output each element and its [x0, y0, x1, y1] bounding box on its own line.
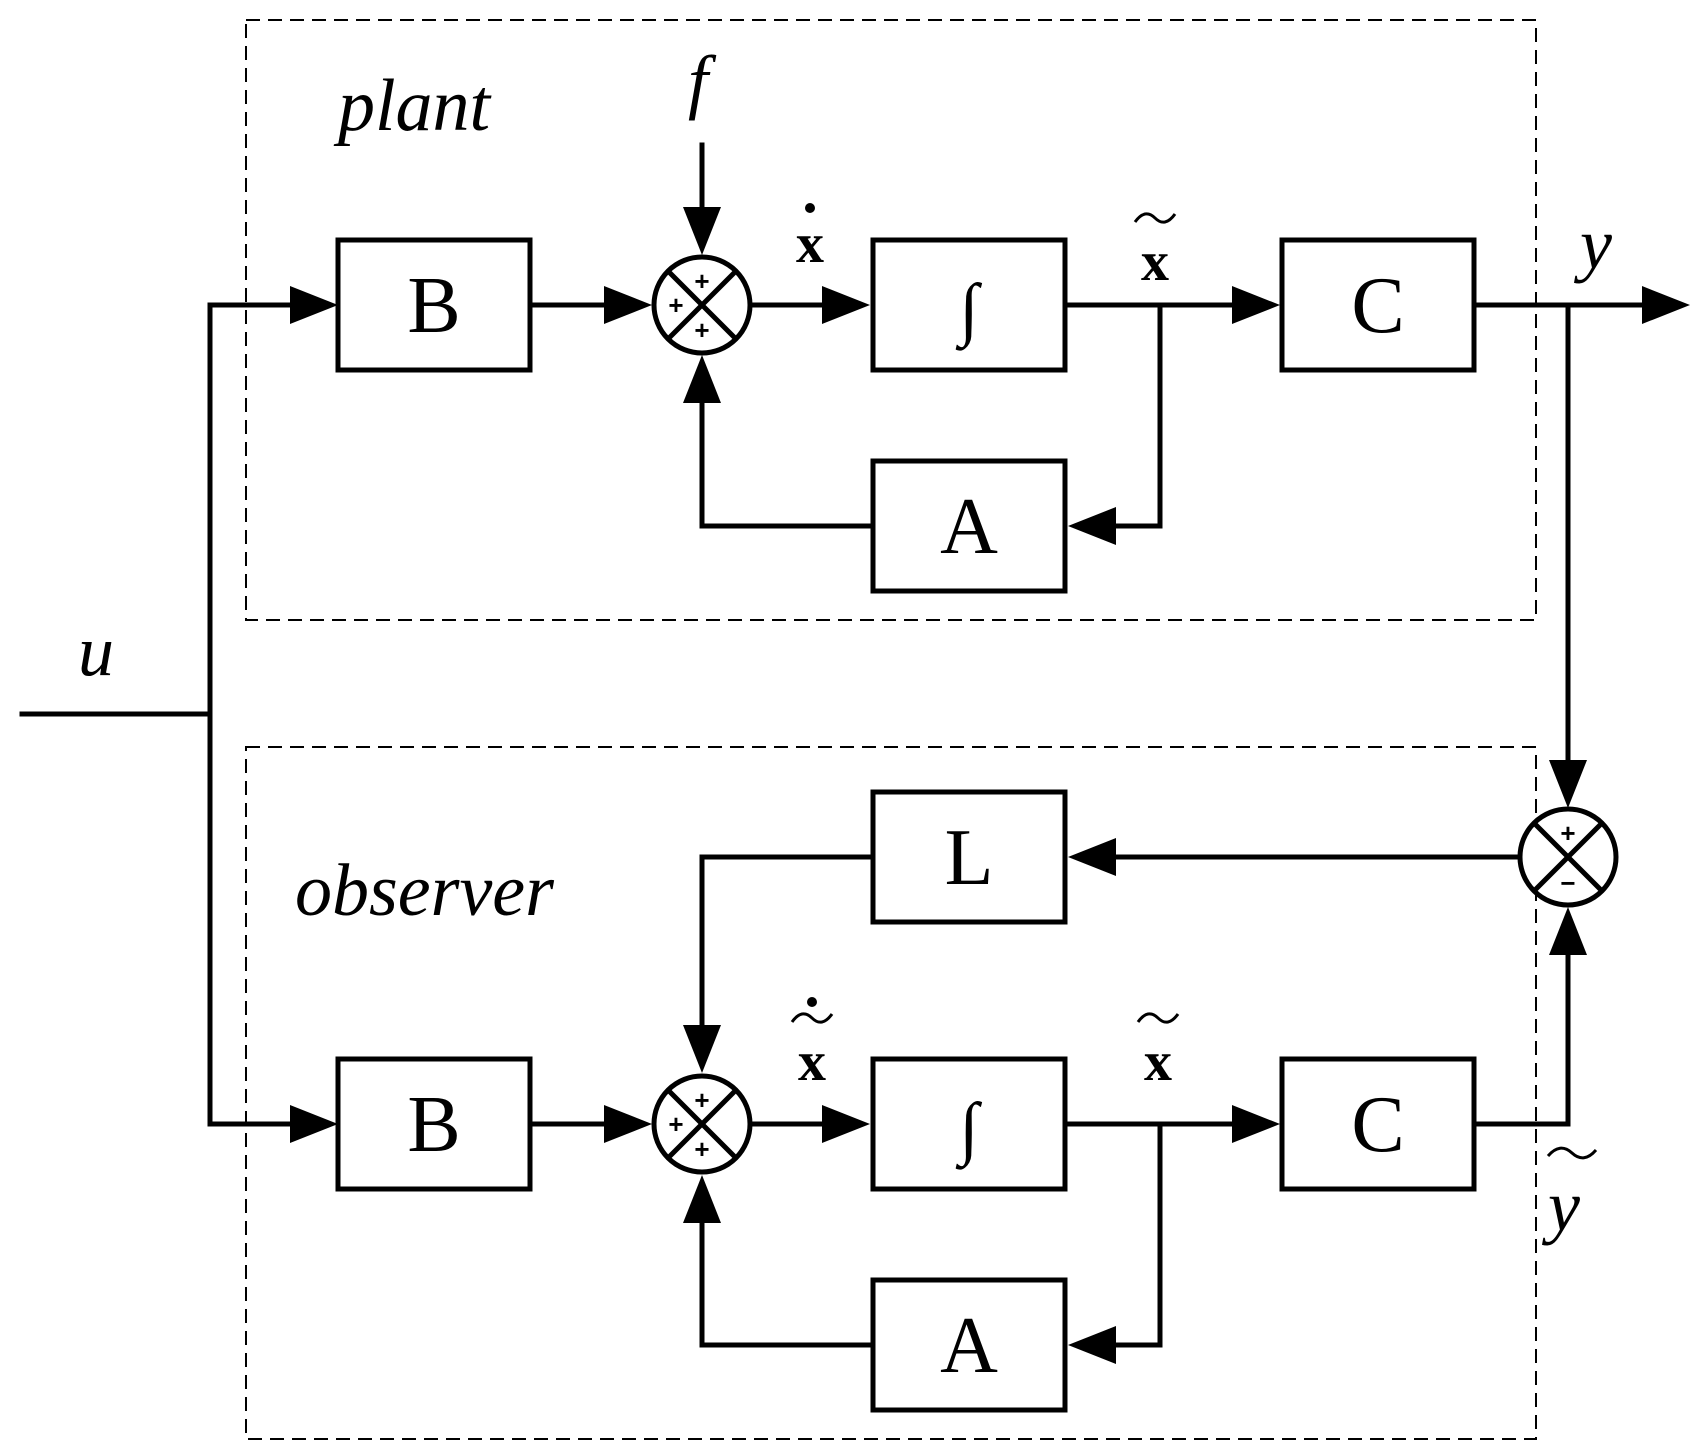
arrowheads [290, 207, 1690, 1364]
observer-state-label: x [1144, 1031, 1172, 1093]
observer-integrator-label: ∫ [955, 1090, 982, 1170]
plant-sum-sign-bottom: + [694, 315, 709, 345]
observer-b-block: B [335, 1056, 533, 1192]
plant-sum-sign-left: + [668, 290, 683, 320]
observer-sum-sign-top: + [694, 1085, 709, 1115]
observer-integrator-block: ∫ [870, 1056, 1068, 1192]
observer-c-label: C [1351, 1081, 1404, 1169]
plant-c-label: C [1351, 262, 1404, 350]
observer-output-y-label: y [1541, 1166, 1580, 1246]
plant-state-derivative-label: x [796, 213, 824, 275]
error-summing-junction: + − [1517, 806, 1619, 908]
plant-integrator-block: ∫ [870, 237, 1068, 373]
plant-output-y-label: y [1573, 204, 1612, 284]
tilde-mark [1546, 1146, 1598, 1160]
input-u-label: u [78, 611, 114, 691]
plant-a-block: A [870, 458, 1068, 594]
error-sum-sign-top: + [1560, 818, 1575, 848]
observer-c-block: C [1279, 1056, 1477, 1192]
observer-summing-junction: + + + [651, 1073, 753, 1175]
tilde-mark [1133, 212, 1177, 224]
observer-l-block: L [870, 789, 1068, 925]
plant-b-block: B [335, 237, 533, 373]
tilde-mark [790, 1012, 834, 1024]
observer-sum-sign-bottom: + [694, 1134, 709, 1164]
plant-integrator-label: ∫ [955, 271, 982, 351]
observer-region-label: observer [295, 850, 555, 932]
plant-region-frame [245, 19, 1537, 621]
derivative-dot-mark [807, 997, 817, 1007]
observer-sum-sign-left: + [668, 1109, 683, 1139]
observer-state-derivative-label: x [798, 1031, 826, 1093]
observer-l-label: L [945, 814, 994, 902]
observer-b-label: B [407, 1081, 460, 1169]
derivative-dot-mark [805, 203, 815, 213]
plant-region-label: plant [333, 65, 493, 147]
signal-wires [19, 142, 1643, 1348]
disturbance-f-label: f [688, 41, 717, 121]
plant-c-block: C [1279, 237, 1477, 373]
plant-summing-junction: + + + [651, 254, 753, 356]
plant-state-label: x [1141, 231, 1169, 293]
observer-a-block: A [870, 1277, 1068, 1413]
plant-a-label: A [940, 483, 998, 571]
plant-sum-sign-top: + [694, 266, 709, 296]
observer-a-label: A [940, 1302, 998, 1390]
tilde-mark [1136, 1012, 1180, 1024]
error-sum-sign-bottom: − [1560, 868, 1575, 898]
observer-region-frame [245, 746, 1537, 1440]
plant-b-label: B [407, 262, 460, 350]
